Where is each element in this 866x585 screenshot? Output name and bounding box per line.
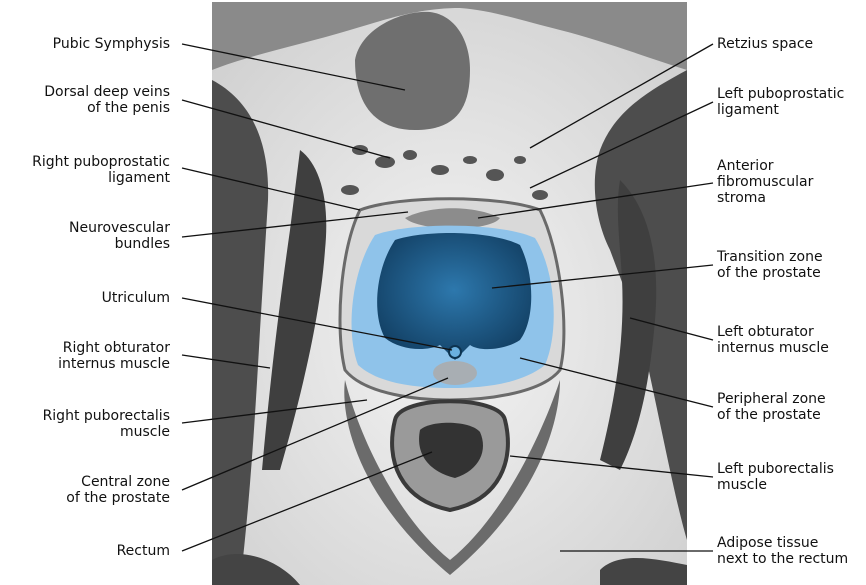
label-line: Pubic Symphysis [53, 36, 170, 52]
label-line: fibromuscular [717, 174, 813, 190]
label-neurovescular-bundles: Neurovescular bundles [69, 220, 170, 252]
label-line: of the prostate [717, 407, 826, 423]
label-line: internus muscle [717, 340, 829, 356]
label-line: Right obturator [58, 340, 170, 356]
label-right-obturator-internus: Right obturator internus muscle [58, 340, 170, 372]
label-pubic-symphysis: Pubic Symphysis [53, 36, 170, 52]
label-line: of the penis [44, 100, 170, 116]
label-line: Transition zone [717, 249, 823, 265]
label-line: Retzius space [717, 36, 813, 52]
label-line: ligament [32, 170, 170, 186]
label-line: of the prostate [717, 265, 823, 281]
label-line: Adipose tissue [717, 535, 848, 551]
label-line: ligament [717, 102, 844, 118]
label-left-puborectalis: Left puborectalis muscle [717, 461, 834, 493]
label-line: Right puboprostatic [32, 154, 170, 170]
label-line: Anterior [717, 158, 813, 174]
label-line: Dorsal deep veins [44, 84, 170, 100]
label-line: of the prostate [66, 490, 170, 506]
utriculum-shape [449, 346, 461, 358]
label-line: muscle [43, 424, 170, 440]
label-line: Central zone [66, 474, 170, 490]
label-line: Rectum [117, 543, 170, 559]
label-transition-zone: Transition zone of the prostate [717, 249, 823, 281]
label-line: Left puboprostatic [717, 86, 844, 102]
label-line: Neurovescular [69, 220, 170, 236]
label-central-zone: Central zone of the prostate [66, 474, 170, 506]
label-line: muscle [717, 477, 834, 493]
label-line: Right puborectalis [43, 408, 170, 424]
label-right-puborectalis: Right puborectalis muscle [43, 408, 170, 440]
label-left-puboprostatic-ligament: Left puboprostatic ligament [717, 86, 844, 118]
label-line: Peripheral zone [717, 391, 826, 407]
label-line: Utriculum [102, 290, 170, 306]
label-peripheral-zone: Peripheral zone of the prostate [717, 391, 826, 423]
label-rectum: Rectum [117, 543, 170, 559]
label-line: bundles [69, 236, 170, 252]
label-line: Left puborectalis [717, 461, 834, 477]
label-dorsal-deep-veins: Dorsal deep veins of the penis [44, 84, 170, 116]
label-left-obturator-internus: Left obturator internus muscle [717, 324, 829, 356]
label-adipose-tissue: Adipose tissue next to the rectum [717, 535, 848, 567]
label-line: Left obturator [717, 324, 829, 340]
label-retzius-space: Retzius space [717, 36, 813, 52]
label-anterior-fibromuscular-stroma: Anterior fibromuscular stroma [717, 158, 813, 206]
label-utriculum: Utriculum [102, 290, 170, 306]
label-line: next to the rectum [717, 551, 848, 567]
label-line: stroma [717, 190, 813, 206]
label-line: internus muscle [58, 356, 170, 372]
transition-zone-shape [377, 233, 531, 360]
label-right-puboprostatic-ligament: Right puboprostatic ligament [32, 154, 170, 186]
